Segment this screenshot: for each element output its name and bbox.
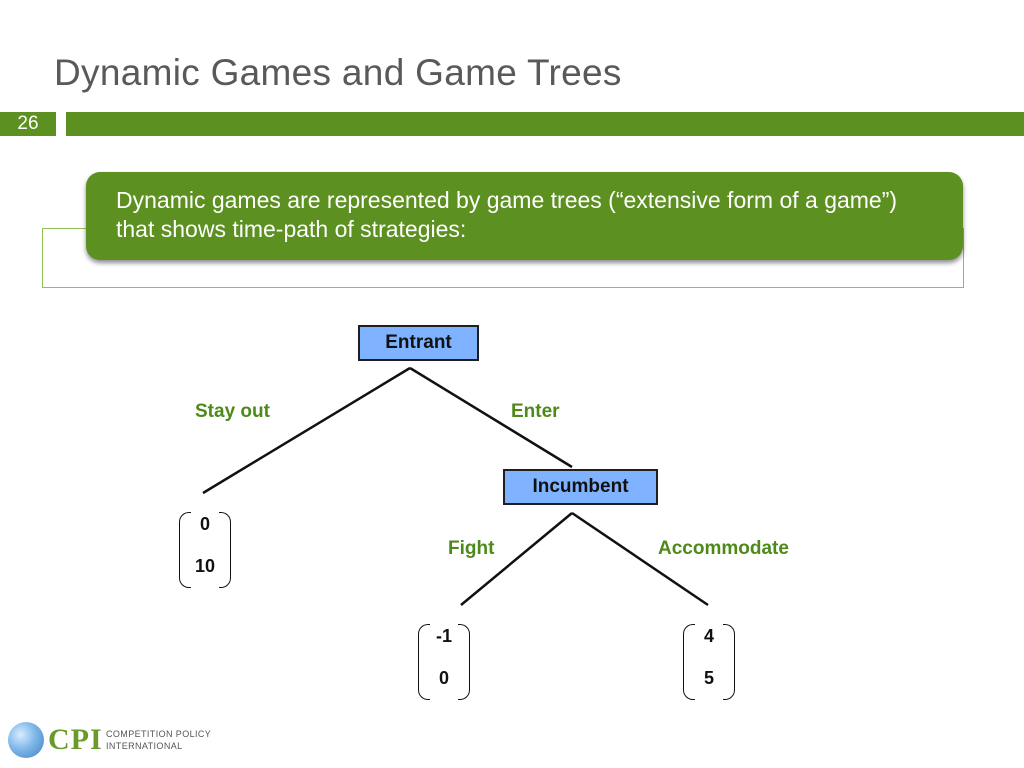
label-accommodate: Accommodate: [658, 538, 789, 559]
edge-accommodate: [571, 511, 709, 607]
payoff-accommodate: 4 5: [683, 624, 735, 700]
payoff-stay-out: 0 10: [179, 512, 231, 588]
callout-text: Dynamic games are represented by game tr…: [116, 187, 898, 242]
edge-stay-out: [202, 366, 411, 495]
slide-number: 26: [0, 112, 56, 136]
payoff-incumbent-value: 10: [194, 556, 216, 576]
payoff-entrant-value: 0: [199, 514, 210, 534]
label-fight: Fight: [448, 538, 495, 559]
globe-icon: [8, 722, 44, 758]
callout-box: Dynamic games are represented by game tr…: [86, 172, 963, 260]
slide-title: Dynamic Games and Game Trees: [54, 52, 622, 93]
payoff-incumbent-value: 5: [703, 668, 714, 688]
logo-mark: CPI: [48, 723, 103, 756]
label-stay-out: Stay out: [195, 401, 270, 422]
payoff-entrant-value: 4: [703, 626, 714, 646]
node-incumbent: Incumbent: [503, 469, 658, 505]
payoff-incumbent-value: 0: [438, 668, 449, 688]
node-entrant: Entrant: [358, 325, 479, 361]
logo-line-1: COMPETITION POLICY: [106, 729, 212, 739]
label-enter: Enter: [511, 401, 560, 422]
edge-fight: [460, 512, 573, 606]
logo-line-2: INTERNATIONAL: [106, 741, 183, 751]
payoff-fight: -1 0: [418, 624, 470, 700]
edge-enter: [409, 366, 573, 469]
cpi-logo: CPI COMPETITION POLICY INTERNATIONAL: [8, 720, 248, 762]
title-underline-bar: [66, 112, 1024, 136]
payoff-entrant-value: -1: [435, 626, 452, 646]
